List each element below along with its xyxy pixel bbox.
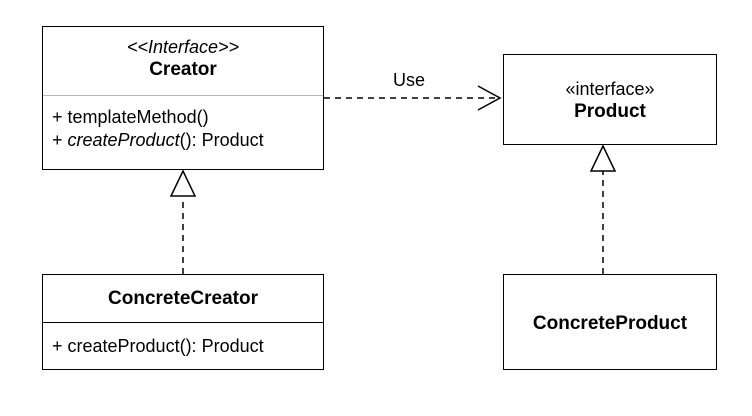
operation-template-method: + templateMethod() <box>52 107 209 127</box>
class-header: ConcreteCreator <box>43 275 323 322</box>
operation-visibility: + <box>52 130 68 150</box>
operations-compartment: + createProduct(): Product <box>43 323 323 358</box>
class-box-concrete-creator[interactable]: ConcreteCreator + createProduct(): Produ… <box>42 274 324 370</box>
stereotype-label: <<Interface>> <box>126 37 240 57</box>
operation-create-product: + createProduct(): Product <box>52 336 264 356</box>
abstract-operation-name: createProduct <box>67 130 180 150</box>
class-box-creator[interactable]: <<Interface>> Creator + templateMethod()… <box>42 26 324 170</box>
compartment-divider <box>43 95 323 96</box>
hollow-triangle-arrowhead <box>589 144 617 172</box>
class-name: Creator <box>149 59 217 80</box>
class-box-concrete-product[interactable]: ConcreteProduct <box>503 274 717 370</box>
operations-compartment: + templateMethod() + createProduct(): Pr… <box>43 96 323 152</box>
realization-product-arrow <box>589 144 617 274</box>
class-name: ConcreteProduct <box>532 313 688 334</box>
hollow-triangle-arrowhead <box>169 169 197 197</box>
open-arrowhead <box>477 85 502 111</box>
class-header: ConcreteProduct <box>504 275 716 335</box>
operation-signature: (): Product <box>179 130 264 150</box>
compartment-divider <box>43 322 323 323</box>
dependency-use-arrow <box>324 85 502 111</box>
class-header: «interface» Product <box>504 55 716 123</box>
class-name: Product <box>574 101 646 122</box>
class-name: ConcreteCreator <box>108 288 258 309</box>
use-relation-label: Use <box>393 70 426 90</box>
operation-create-product: + createProduct(): Product <box>52 129 313 152</box>
class-box-product[interactable]: «interface» Product <box>503 54 717 145</box>
realization-creator-arrow <box>169 169 197 274</box>
stereotype-label: «interface» <box>565 79 655 99</box>
class-header: <<Interface>> Creator <box>43 27 323 95</box>
